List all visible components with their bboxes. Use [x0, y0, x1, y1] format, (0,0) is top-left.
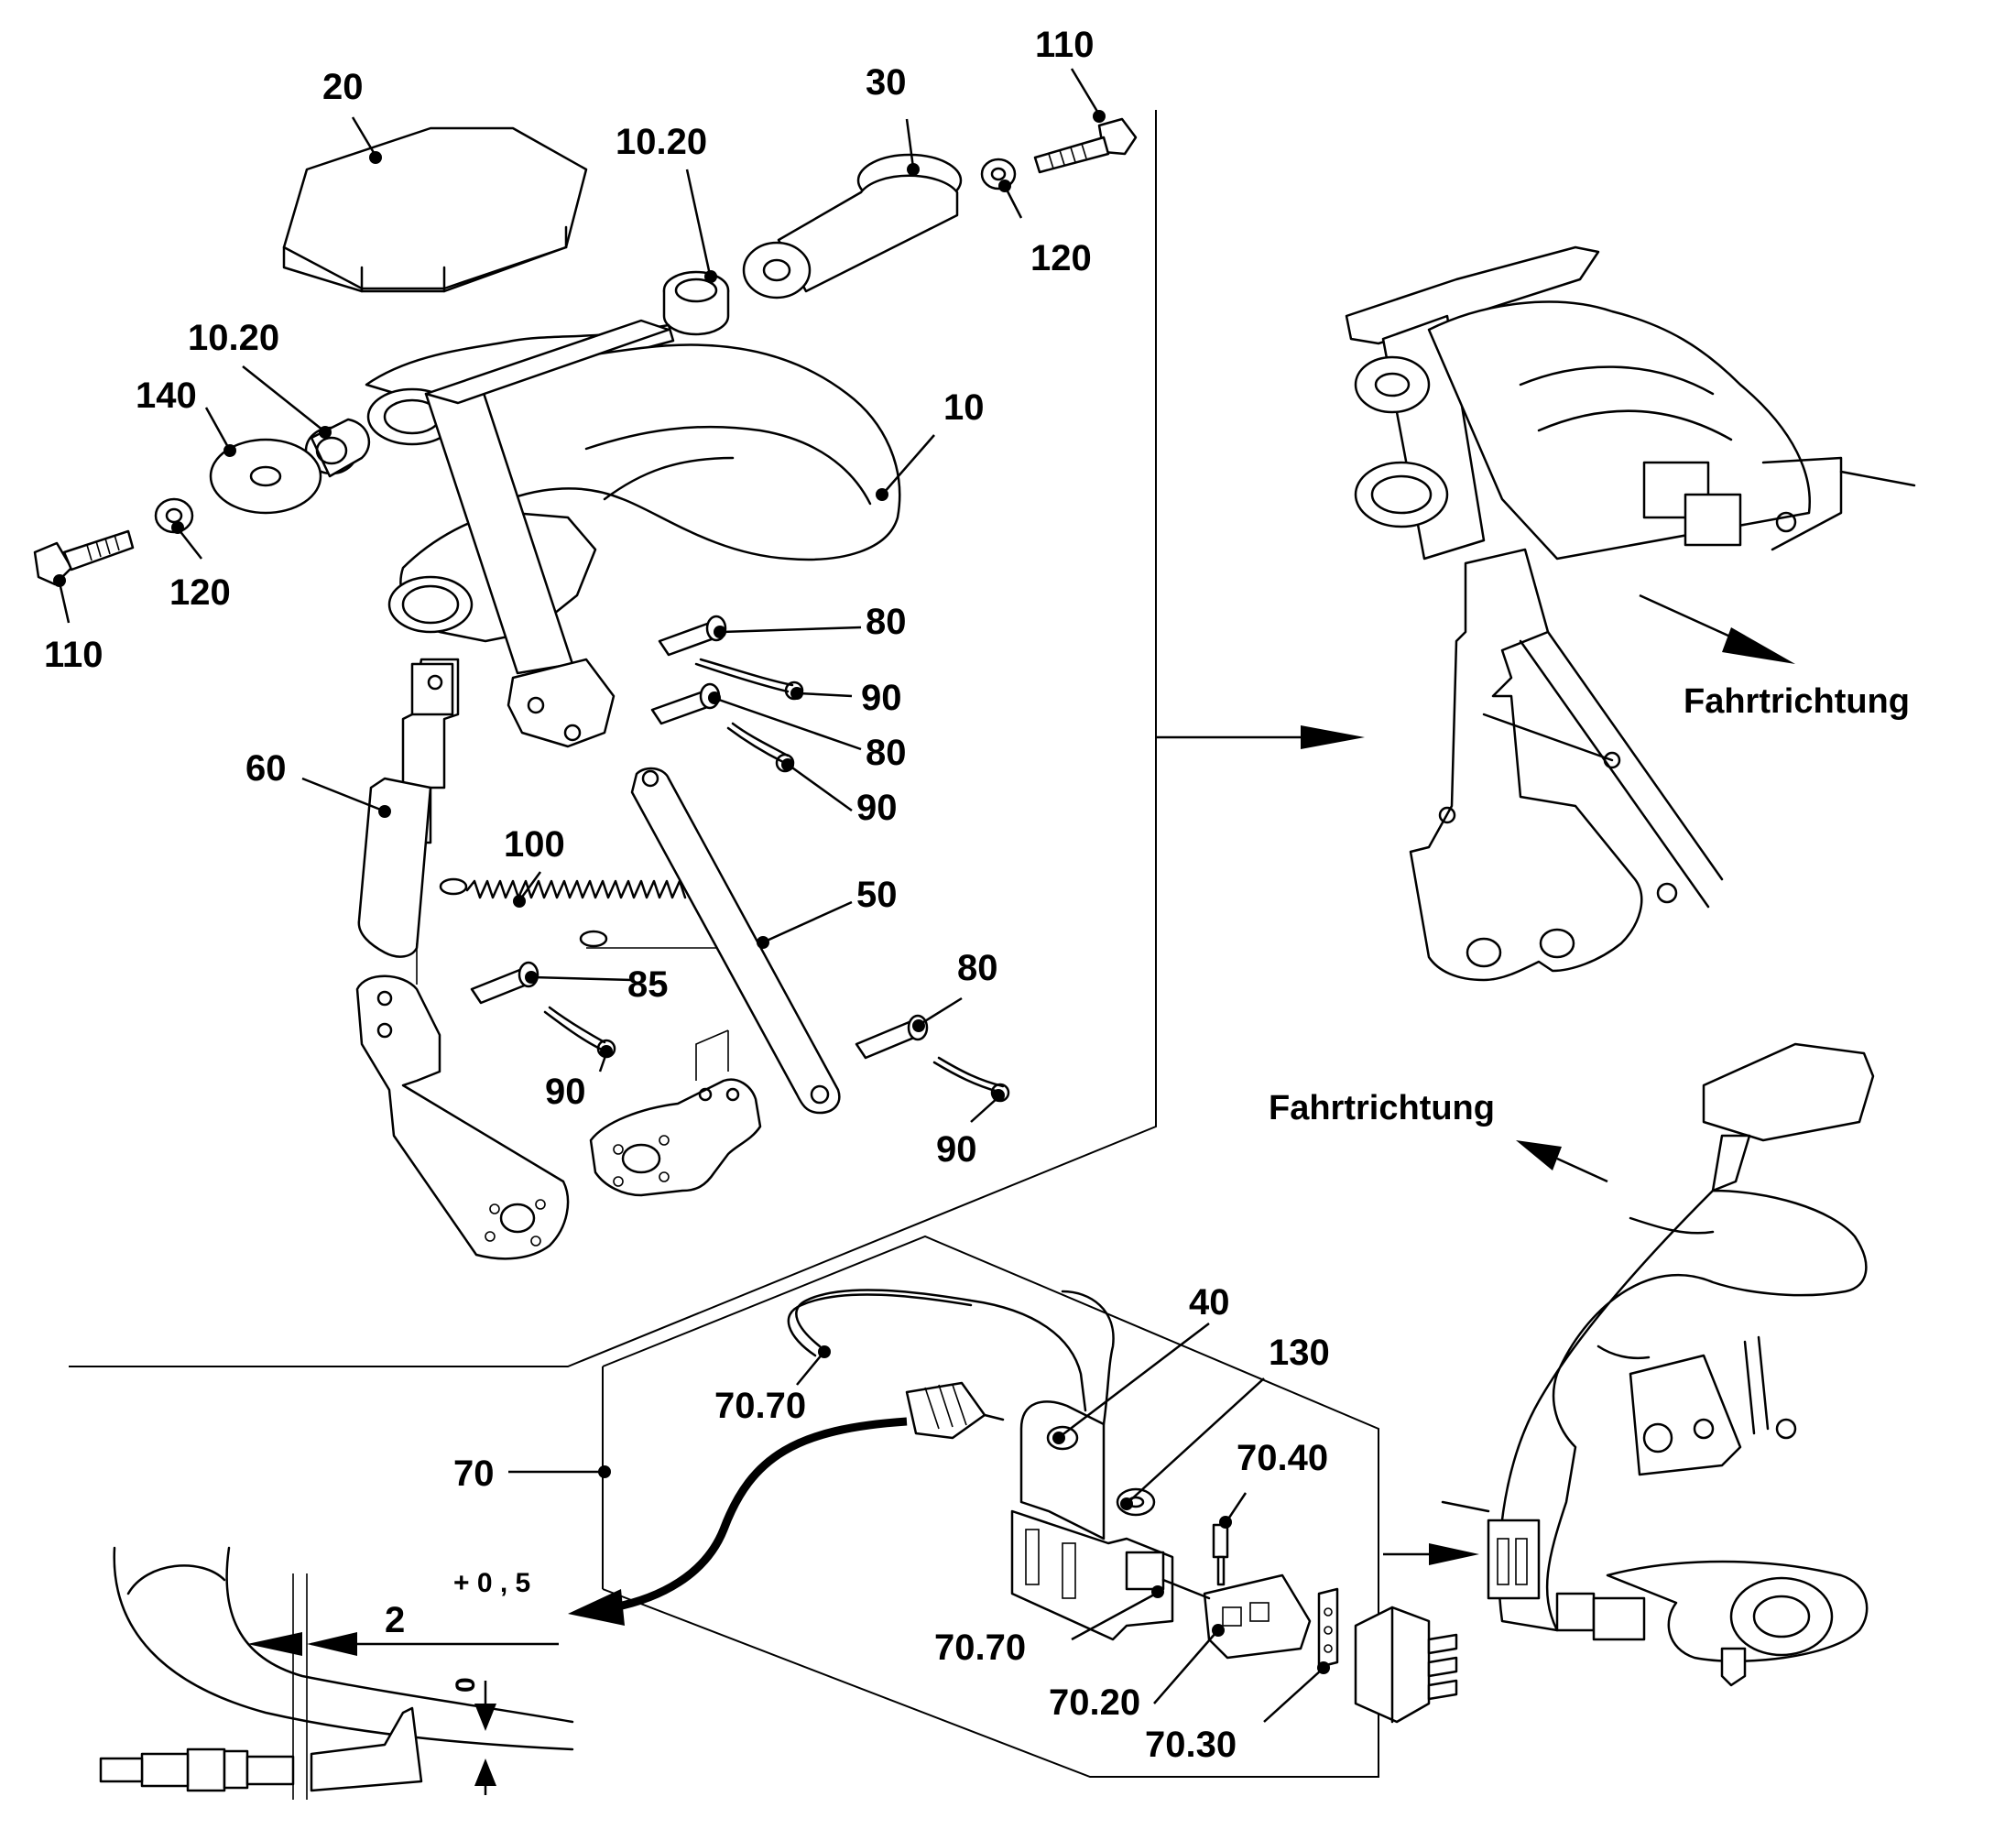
label-130: 130 [1269, 1333, 1330, 1373]
part-bolt-110-left [33, 529, 135, 586]
label-110-top: 110 [1035, 25, 1095, 65]
label-10-20-left: 10.20 [188, 318, 279, 358]
part-lower-bracket-right [589, 1029, 762, 1197]
assembly-arrow-lower [1383, 1543, 1479, 1565]
label-90-c: 90 [545, 1072, 586, 1112]
part-bushing-top [662, 270, 730, 336]
label-70: 70 [453, 1453, 495, 1494]
part-lower-bracket-left [355, 943, 570, 1260]
part-bracket-40 [1010, 1290, 1174, 1641]
part-sleeve-30 [742, 153, 963, 299]
part-pin-80-b [650, 682, 721, 725]
label-70-30: 70.30 [1145, 1725, 1237, 1765]
part-spring-100 [439, 877, 733, 949]
part-plug [1354, 1606, 1458, 1724]
label-70-40: 70.40 [1237, 1438, 1328, 1478]
label-10: 10 [943, 387, 985, 428]
label-80-c: 80 [957, 948, 998, 988]
part-linkage-60 [357, 658, 460, 958]
assembled-view-top [1345, 245, 1916, 982]
part-terminal-70-40 [1212, 1523, 1229, 1586]
label-90-a: 90 [861, 678, 902, 718]
label-70-20: 70.20 [1049, 1682, 1140, 1723]
part-seal-70-30 [1317, 1587, 1339, 1669]
part-bolt-110-top [1033, 117, 1138, 174]
label-80-b: 80 [866, 733, 907, 773]
label-85: 85 [627, 964, 669, 1005]
part-labels: 20 30 110 120 10.20 10.20 140 10 120 110… [44, 25, 1330, 1765]
label-120-top: 120 [1030, 238, 1092, 278]
direction-label-left: Fahrtrichtung [1269, 1089, 1495, 1127]
direction-arrow-right [1639, 593, 1795, 664]
label-100: 100 [504, 824, 565, 865]
label-10-20-top: 10.20 [616, 122, 707, 162]
leaders [53, 68, 1330, 1723]
assembly-arrow-right [1156, 725, 1365, 749]
part-pedal-arm-10 [365, 319, 901, 748]
gap-value: 2 [385, 1600, 405, 1640]
detail-sensor-gap [99, 1546, 574, 1800]
part-pedal-pad [282, 126, 588, 293]
direction-label-right: Fahrtrichtung [1684, 682, 1910, 721]
tolerance-upper: + 0 , 5 [453, 1568, 530, 1598]
label-140: 140 [136, 376, 197, 416]
label-70-70-top: 70.70 [714, 1386, 806, 1426]
label-120-left: 120 [169, 572, 231, 613]
part-pin-85 [470, 961, 539, 1005]
direction-labels: Fahrtrichtung Fahrtrichtung [1269, 682, 1910, 1127]
assembled-view-bottom [1441, 1042, 1875, 1687]
label-40: 40 [1189, 1282, 1230, 1323]
label-30: 30 [866, 62, 907, 103]
part-washer-140 [209, 438, 322, 515]
label-90-d: 90 [936, 1129, 977, 1170]
label-80-a: 80 [866, 602, 907, 642]
detail-arrow-curve [568, 1417, 908, 1626]
part-connector-70-20 [1161, 1573, 1312, 1660]
detail-labels: 2 + 0 , 5 0 [385, 1568, 530, 1693]
direction-arrow-left [1516, 1140, 1608, 1183]
tolerance-lower: 0 [451, 1677, 481, 1693]
label-110-left: 110 [44, 635, 104, 675]
label-90-b: 90 [856, 788, 898, 828]
part-sensor-cable-70-70 [787, 1289, 1087, 1440]
label-20: 20 [322, 67, 364, 107]
label-70-70-bottom: 70.70 [934, 1628, 1026, 1668]
part-link-bar-50 [630, 767, 841, 1115]
label-60: 60 [245, 748, 287, 789]
label-50: 50 [856, 875, 898, 915]
